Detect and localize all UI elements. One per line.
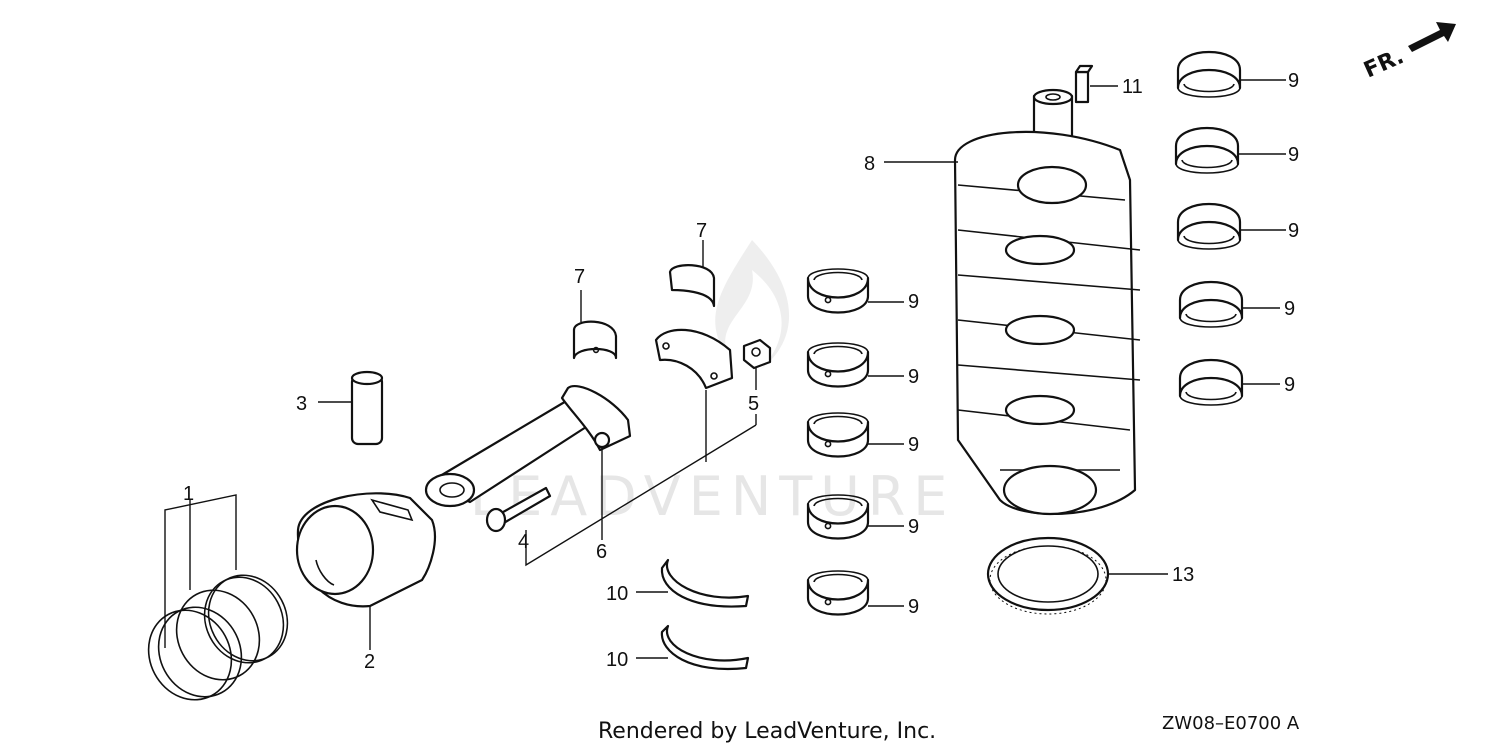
- thrust-washer-lower[interactable]: [660, 624, 750, 671]
- front-direction-arrow-icon: FR.: [1360, 22, 1456, 83]
- piston[interactable]: [295, 492, 436, 608]
- callout-9-right-5: 9: [1284, 374, 1295, 396]
- callout-6: 6: [596, 541, 607, 563]
- direction-label: FR.: [1360, 44, 1407, 83]
- oil-seal[interactable]: [986, 536, 1110, 615]
- connecting-rod-bolt[interactable]: [485, 486, 552, 533]
- crankshaft-key[interactable]: [1074, 64, 1094, 104]
- footer-credit: Rendered by LeadVenture, Inc.: [598, 719, 936, 744]
- connecting-rod[interactable]: [424, 385, 632, 508]
- watermark-flame-icon: [715, 240, 790, 370]
- main-bearing-right-5[interactable]: [1178, 358, 1244, 407]
- callout-4: 4: [518, 531, 529, 553]
- callout-10b: 10: [606, 649, 628, 671]
- callout-9-left-2: 9: [908, 366, 919, 388]
- callout-2: 2: [364, 651, 375, 673]
- thrust-washer-upper[interactable]: [660, 558, 750, 608]
- callout-9-right-4: 9: [1284, 298, 1295, 320]
- piston-pin[interactable]: [350, 370, 384, 446]
- callout-13: 13: [1172, 564, 1194, 586]
- main-bearing-right-4[interactable]: [1178, 280, 1244, 329]
- main-bearing-left-5[interactable]: [806, 569, 870, 616]
- callout-9-left-4: 9: [908, 516, 919, 538]
- callout-7b: 7: [696, 220, 707, 242]
- callout-9-left-1: 9: [908, 291, 919, 313]
- callout-9-right-1: 9: [1288, 70, 1299, 92]
- piston-rings[interactable]: [133, 561, 302, 714]
- main-bearing-right-3[interactable]: [1176, 202, 1242, 251]
- connecting-rod-cap[interactable]: [654, 328, 734, 390]
- main-bearing-right-2[interactable]: [1174, 126, 1240, 175]
- callout-7a: 7: [574, 266, 585, 288]
- main-bearing-left-1[interactable]: [806, 267, 870, 314]
- main-bearing-right-1[interactable]: [1176, 50, 1242, 99]
- main-bearing-left-3[interactable]: [806, 411, 870, 458]
- callout-10a: 10: [606, 583, 628, 605]
- callout-5: 5: [748, 393, 759, 415]
- callout-9-right-3: 9: [1288, 220, 1299, 242]
- crankshaft[interactable]: [953, 88, 1141, 516]
- rod-bearing-upper[interactable]: [572, 320, 618, 360]
- callout-9-left-3: 9: [908, 434, 919, 456]
- rod-cap-nut[interactable]: [742, 338, 772, 370]
- rod-bearing-lower[interactable]: [668, 264, 716, 308]
- callout-9-left-5: 9: [908, 596, 919, 618]
- callout-11: 11: [1122, 76, 1143, 98]
- callout-9-right-2: 9: [1288, 144, 1299, 166]
- main-bearing-left-2[interactable]: [806, 341, 870, 388]
- callout-8: 8: [864, 153, 875, 175]
- drawing-reference: ZW08–E0700 A: [1162, 713, 1300, 734]
- callout-1: 1: [183, 483, 194, 505]
- callout-3: 3: [296, 393, 307, 415]
